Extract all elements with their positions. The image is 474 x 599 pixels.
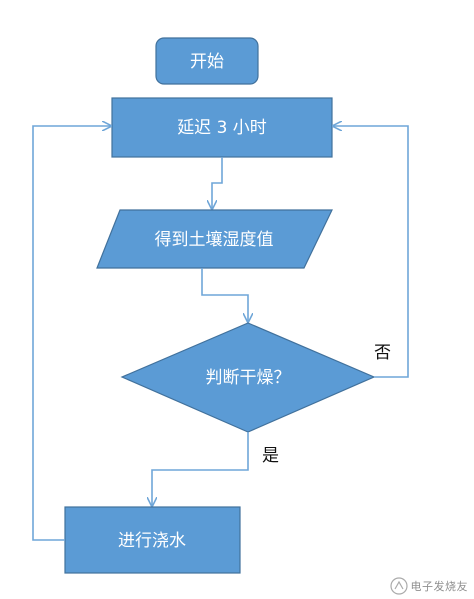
water-label: 进行浇水 xyxy=(118,531,186,551)
start-label: 开始 xyxy=(190,52,224,72)
delay-label: 延迟 3 小时 xyxy=(177,118,267,138)
watermark-logo-icon xyxy=(389,577,408,595)
arrow-delay-to-read xyxy=(212,157,223,208)
watermark-text: 电子发烧友 xyxy=(410,580,468,593)
water-node: 进行浇水 xyxy=(64,506,241,574)
read-humidity-node: 得到土壤湿度值 xyxy=(96,209,333,269)
delay-node: 延迟 3 小时 xyxy=(111,97,333,158)
arrow-no-branch xyxy=(334,126,409,378)
decision-label: 判断干燥？ xyxy=(206,368,291,388)
edge-label-yes: 是 xyxy=(262,446,279,466)
arrow-yes-branch xyxy=(152,432,249,505)
edge-label-no: 否 xyxy=(374,343,391,363)
read-humidity-label: 得到土壤湿度值 xyxy=(155,229,274,250)
arrow-read-to-decision xyxy=(201,268,248,321)
start-node: 开始 xyxy=(155,37,259,85)
decision-node: 判断干燥？ xyxy=(120,322,376,433)
watermark: 电子发烧友 xyxy=(389,577,469,595)
arrow-water-to-delay xyxy=(32,126,110,541)
